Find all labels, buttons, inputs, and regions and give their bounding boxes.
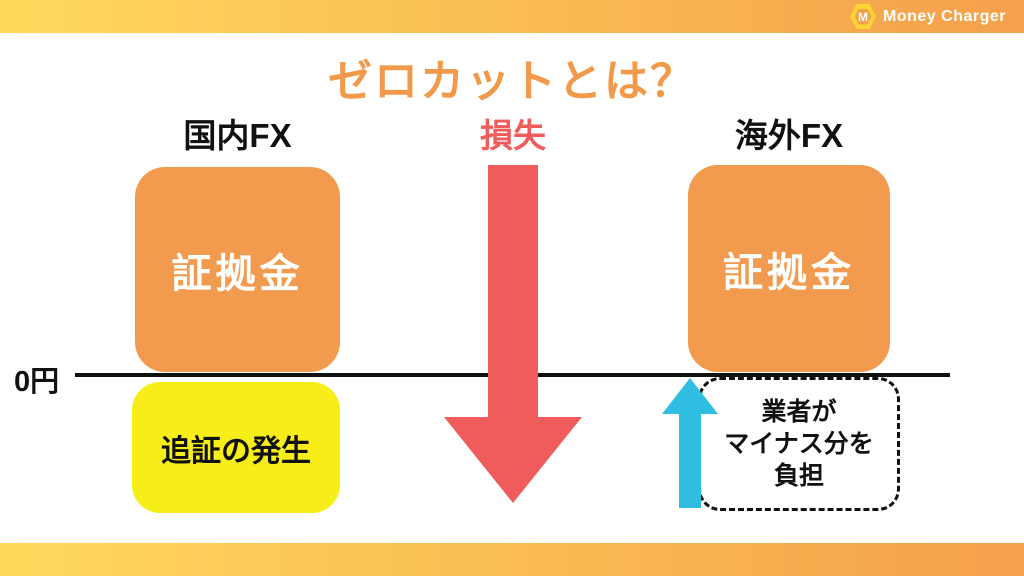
domestic-fx-header: 国内FX (183, 117, 292, 154)
note-line-2: マイナス分を (724, 430, 874, 458)
page-title: ゼロカットとは？ (328, 57, 696, 106)
domestic-margin-box: 証拠金 (135, 167, 340, 372)
overseas-fx-header: 海外FX (734, 117, 844, 154)
compensation-up-arrow-shaft (679, 410, 701, 508)
zero-yen-label: 0円 (14, 366, 60, 398)
margin-call-box: 追証の発生 (132, 382, 340, 513)
overseas-margin-box: 証拠金 (688, 165, 890, 372)
brand-name: Money Charger (883, 7, 1006, 25)
note-line-3: 負担 (773, 462, 824, 490)
loss-down-arrow-head (444, 417, 582, 503)
bottom-gradient-bar (0, 543, 1024, 576)
brand-logo: M Money Charger (850, 3, 1006, 30)
loss-down-arrow-shaft (488, 165, 538, 419)
note-line-1: 業者が (761, 398, 837, 426)
compensation-up-arrow-head (662, 378, 718, 414)
hexagon-m-icon: M (850, 4, 877, 29)
loss-header: 損失 (480, 117, 546, 154)
broker-covers-note-box: 業者が マイナス分を 負担 (698, 377, 900, 511)
hexagon-m-letter: M (858, 9, 869, 24)
